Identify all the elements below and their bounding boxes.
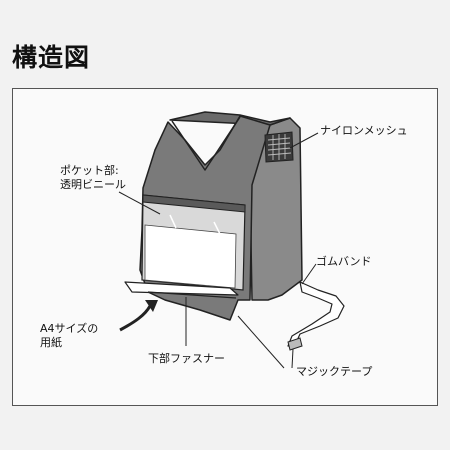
leader-rubber-band xyxy=(301,263,317,285)
label-magic-tape: マジックテープ xyxy=(296,365,373,378)
label-rubber-band: ゴムバンド xyxy=(316,255,372,268)
leader-magic-tape-1 xyxy=(237,315,285,369)
vest-neckline xyxy=(171,116,241,171)
nylon-mesh-patch xyxy=(264,131,294,163)
a4-paper-sliding xyxy=(124,281,239,296)
label-pocket-line1: ポケット部: xyxy=(60,164,119,177)
label-nylon-mesh: ナイロンメッシュ xyxy=(320,124,408,137)
a4-paper-inside xyxy=(144,224,237,289)
label-pocket-line2: 透明ビニール xyxy=(60,178,126,191)
paper-arrow-head xyxy=(145,300,158,312)
label-paper-line1: A4サイズの xyxy=(40,322,99,335)
label-paper: A4サイズの 用紙 xyxy=(40,322,98,350)
leader-magic-tape-2 xyxy=(291,348,294,369)
label-paper-line2: 用紙 xyxy=(40,336,62,349)
paper-arrow xyxy=(119,305,152,332)
bottom-zipper xyxy=(147,291,237,299)
magic-tape-piece xyxy=(287,337,303,351)
reflection-line xyxy=(213,221,221,235)
page-title: 構造図 xyxy=(12,43,91,72)
label-bottom-fastener: 下部ファスナー xyxy=(148,352,225,365)
leader-nylon-mesh xyxy=(289,132,319,149)
rubber-band-strap xyxy=(287,281,345,347)
leader-pocket xyxy=(118,191,161,215)
vest-back-shoulder xyxy=(169,111,291,126)
pocket-top-band xyxy=(142,194,246,213)
label-pocket: ポケット部: 透明ビニール xyxy=(60,164,126,192)
reflection-line xyxy=(169,214,177,229)
